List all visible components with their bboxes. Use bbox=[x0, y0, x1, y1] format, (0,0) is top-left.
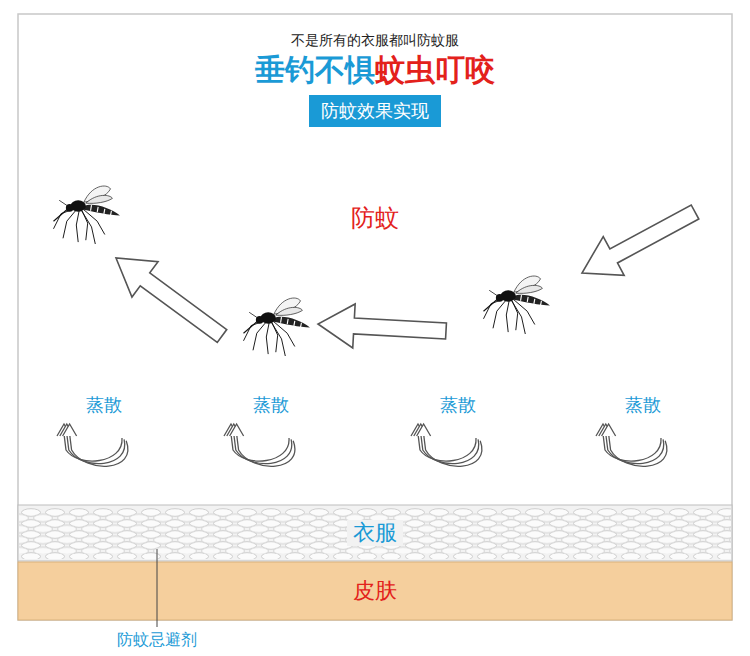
clothing-band: 衣服 bbox=[18, 505, 732, 561]
node-text: 衣服 bbox=[347, 520, 403, 546]
clothing-layer bbox=[18, 505, 732, 561]
annotation: 防蚊 bbox=[351, 204, 399, 233]
mosquito bbox=[244, 298, 311, 356]
leader-line bbox=[157, 549, 158, 627]
repellent-cells bbox=[19, 507, 731, 559]
heading-box: 防蚊效果实现 bbox=[309, 95, 441, 127]
annotation: 蒸散 bbox=[86, 394, 122, 416]
subtitle: 不是所有的衣服都叫防蚊服 bbox=[291, 32, 459, 49]
evaporation-arrow bbox=[596, 424, 667, 466]
annotation: 蒸散 bbox=[440, 394, 476, 416]
node-text: 皮肤 bbox=[347, 578, 403, 604]
heading-row: 垂钓不惧蚊虫叮咬 bbox=[0, 52, 750, 88]
frame bbox=[18, 14, 732, 620]
callout-label: 防蚊忌避剂 bbox=[117, 630, 197, 649]
mosquito bbox=[484, 276, 551, 334]
flight-arrow bbox=[103, 240, 235, 353]
flight-arrow bbox=[317, 302, 447, 353]
repellent-cells bbox=[19, 512, 731, 554]
annotation: 蒸散 bbox=[253, 394, 289, 416]
heading-text: 垂钓不惧 bbox=[255, 52, 375, 88]
heading-text: 蚊虫叮咬 bbox=[375, 52, 495, 88]
annotation: 蒸散 bbox=[625, 394, 661, 416]
evaporation-arrow bbox=[224, 424, 295, 466]
skin-layer bbox=[18, 562, 732, 620]
flight-arrow bbox=[572, 193, 706, 293]
evaporation-arrow bbox=[411, 424, 482, 466]
skin-band: 皮肤 bbox=[18, 562, 732, 620]
evaporation-arrow bbox=[57, 424, 128, 466]
mosquito bbox=[54, 186, 121, 244]
node-text: 防蚊效果实现 bbox=[321, 100, 429, 122]
